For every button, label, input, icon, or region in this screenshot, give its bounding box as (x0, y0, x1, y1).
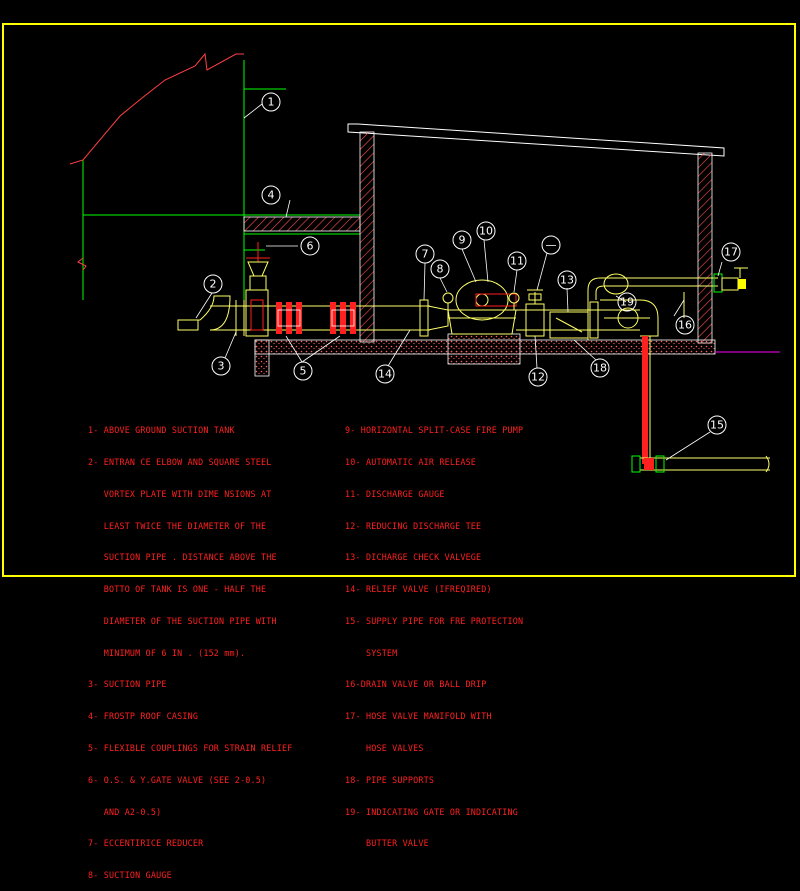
pump-house (347, 123, 725, 344)
callout-bubble-16 (675, 315, 695, 335)
callout-bubble-19 (617, 292, 637, 312)
callout-bubble-9 (452, 230, 472, 250)
callout-bubble-4 (261, 185, 281, 205)
leader-lines (195, 103, 723, 461)
callout-bubble-6 (300, 236, 320, 256)
legend-line: 17- HOSE VALVE MANIFOLD WITH (345, 711, 492, 722)
supply-pipe (631, 336, 770, 473)
legend-line: LEAST TWICE THE DIAMETER OF THE (88, 520, 267, 531)
legend-line: 2- ENTRAN CE ELBOW AND SQUARE STEEL (88, 456, 272, 467)
legend-line: 9- HORIZONTAL SPLIT-CASE FIRE PUMP (345, 425, 524, 436)
legend-line: 12- REDUCING DISCHARGE TEE (345, 520, 482, 531)
discharge-pipe (516, 289, 659, 340)
legend-line: BUTTER VALVE (345, 838, 429, 849)
legend-line: 16-DRAIN VALVE OR BALL DRIP (345, 679, 487, 690)
eccentric-reducer (419, 299, 449, 337)
callout-label-9: 9 (459, 234, 466, 247)
legend-line: 5- FLEXIBLE COUPLINGS FOR STRAIN RELIEF (88, 743, 293, 753)
legend-line: 15- SUPPLY PIPE FOR FRE PROTECTION (345, 615, 524, 626)
callout-bubble-20 (541, 235, 561, 255)
callout-bubble-13 (557, 270, 577, 290)
callout-label-13: 13 (560, 274, 574, 287)
legend-line: HOSE VALVES (345, 743, 424, 753)
callout-bubble-3 (211, 356, 231, 376)
legend-line: AND A2-0.5) (88, 806, 162, 817)
callout-label-8: 8 (437, 263, 444, 276)
legend-line: 11- DISCHARGE GAUGE (345, 488, 445, 499)
callouts (203, 92, 741, 435)
hose-manifold-pipe (587, 267, 748, 318)
callout-bubble-11 (507, 251, 527, 271)
callout-bubble-10 (476, 221, 496, 241)
floor-slab (254, 333, 780, 377)
legend-line: SUCTION PIPE . DISTANCE ABOVE THE (88, 552, 277, 563)
callout-label-10: 10 (479, 225, 493, 238)
callout-bubble-18 (590, 358, 610, 378)
callout-label-7: 7 (422, 248, 429, 261)
callout-label-2: 2 (210, 278, 217, 291)
callout-bubble-2 (203, 274, 223, 294)
legend-line: VORTEX PLATE WITH DIME NSIONS AT (88, 488, 272, 499)
suction-pipe (177, 295, 430, 336)
callout-label-15: 15 (710, 419, 724, 432)
discharge-gauge (508, 292, 520, 310)
callout-bubble-15 (707, 415, 727, 435)
callout-label-14: 14 (378, 368, 392, 381)
callout-label-3: 3 (218, 360, 225, 373)
os-y-gate-valve (245, 242, 270, 337)
callout-label-5: 5 (300, 365, 307, 378)
legend-line: BOTTO OF TANK IS ONE - HALF THE (88, 584, 267, 595)
legend-line: 3- SUCTION PIPE (88, 679, 167, 690)
suction-gauge (442, 292, 454, 310)
legend-line: 19- INDICATING GATE OR INDICATING (345, 806, 518, 817)
legend-line: 7- ECCENTIRICE REDUCER (88, 838, 204, 849)
callout-bubble-17 (721, 242, 741, 262)
callout-label-4: 4 (268, 189, 275, 202)
legend-line: 14- RELIEF VALVE (IFREQIRED) (345, 584, 492, 595)
callout-label-19: 19 (620, 296, 634, 309)
callout-bubble-14 (375, 364, 395, 384)
legend-line: 13- DICHARGE CHECK VALVEGE (345, 552, 482, 563)
callout-label-12: 12 (531, 371, 545, 384)
legend-line: 10- AUTOMATIC AIR RELEASE (345, 456, 477, 467)
callout-label-6: 6 (307, 240, 314, 253)
callout-label-17: 17 (724, 246, 738, 259)
legend-line: 4- FROSTP ROOF CASING (88, 711, 199, 722)
legend-line: SYSTEM (345, 647, 398, 658)
legend-line: 8- SUCTION GAUGE (88, 870, 172, 881)
suction-tank (82, 60, 360, 300)
drawing-border (2, 23, 796, 577)
legend-line: DIAMETER OF THE SUCTION PIPE WITH (88, 615, 277, 626)
tank-roof (69, 52, 244, 271)
callout-bubble-12 (528, 367, 548, 387)
callout-labels: 1 2 3 4 5 6 7 8 9 10 11 12 13 14 15 16 1… (210, 96, 739, 432)
flexible-couplings (276, 302, 356, 334)
callout-label-1: 1 (268, 96, 275, 109)
legend-left: 1- ABOVE GROUND SUCTION TANK 2- ENTRAN C… (88, 404, 292, 891)
callout-bubble-5 (293, 361, 313, 381)
callout-bubble-1 (261, 92, 281, 112)
callout-bubble-7 (415, 244, 435, 264)
legend-line: 1- ABOVE GROUND SUCTION TANK (88, 425, 235, 436)
callout-bubble-8 (430, 259, 450, 279)
legend-line: 6- O.S. & Y.GATE VALVE (SEE 2-0.5) (88, 774, 267, 785)
legend-right: 9- HORIZONTAL SPLIT-CASE FIRE PUMP 10- A… (345, 404, 523, 860)
fire-pump (447, 279, 517, 335)
legend-line: MINIMUM OF 6 IN . (152 mm). (88, 647, 246, 658)
callout-label-16: 16 (678, 319, 692, 332)
callout-label-20: — (546, 239, 557, 252)
legend-line: 18- PIPE SUPPORTS (345, 774, 435, 785)
callout-label-18: 18 (593, 362, 607, 375)
piping-diagram: 1 2 3 4 5 6 7 8 9 10 11 12 13 14 15 16 1… (2, 23, 796, 577)
frost-proof-casing (243, 216, 361, 232)
callout-label-11: 11 (510, 255, 524, 268)
